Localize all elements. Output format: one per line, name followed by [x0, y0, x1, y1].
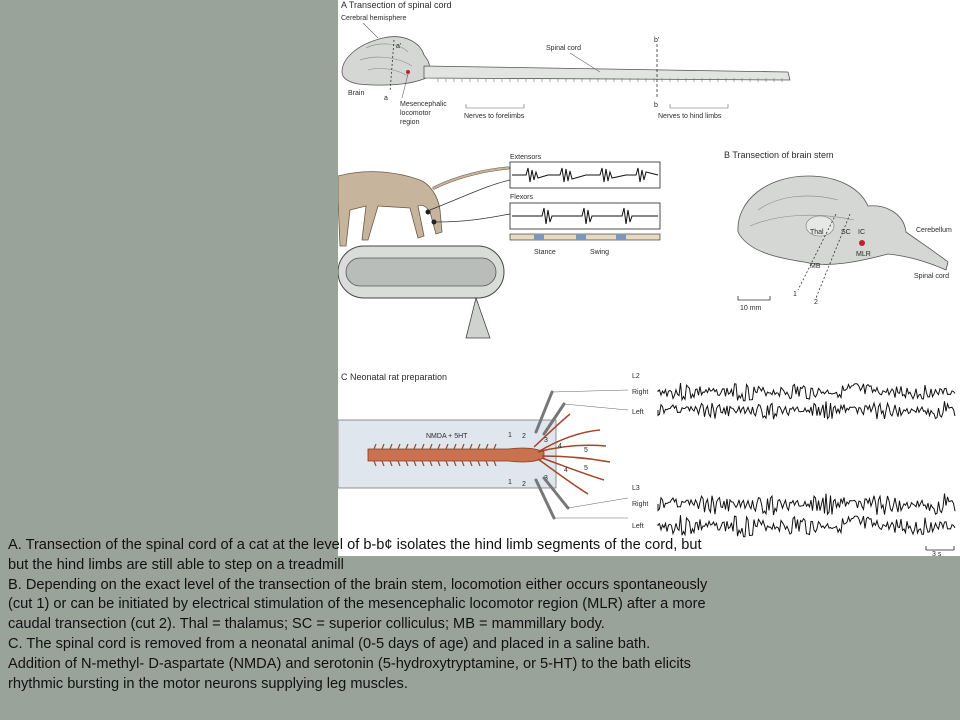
thal-label: Thal [810, 229, 824, 236]
swing-label: Swing [590, 249, 609, 256]
brain-sagittal-shape [737, 175, 949, 271]
nerves-hindlimbs-label: Nerves to hind limbs [658, 113, 722, 120]
root-2-bottom: 2 [522, 481, 526, 488]
l3-right-trace [657, 493, 956, 516]
spinal-cord-b-label: Spinal cord [914, 273, 949, 280]
mlr-label-2: locomotor [400, 110, 431, 117]
flexors-label: Flexors [510, 194, 533, 201]
caption-line-1: A. Transection of the spinal cord of a c… [8, 537, 702, 553]
caption-line-6: C. The spinal cord is removed from a neo… [8, 635, 651, 652]
caption-line-2: but the hind limbs are still able to ste… [8, 556, 344, 573]
caption-line-7: Addition of N-methyl- D-aspartate (NMDA)… [8, 655, 691, 672]
cerebellum-label: Cerebellum [916, 227, 952, 234]
root-3-top: 3 [544, 437, 548, 444]
spinal-cord-shape [423, 65, 791, 81]
root-1-top: 1 [508, 432, 512, 439]
caption-line-4: (cut 1) or can be initiated by electrica… [8, 596, 706, 613]
root-2-top: 2 [522, 433, 526, 440]
b-label: b [654, 102, 658, 109]
figure-caption: A. Transection of the spinal cord of a c… [8, 536, 953, 694]
ic-label: IC [858, 229, 865, 236]
caption-line-5: caudal transection (cut 2). Thal = thala… [8, 616, 605, 633]
a-prime-label: a' [396, 43, 401, 50]
panel-c-title: C Neonatal rat preparation [341, 372, 447, 382]
cat-silhouette [338, 171, 443, 247]
scale-10mm-label: 10 mm [740, 305, 762, 312]
l3-right-label: Right [632, 501, 648, 508]
l2-left-trace [657, 401, 956, 420]
root-4-top: 4 [558, 443, 562, 450]
panel-a-spinal-transection: A Transection of spinal cord Cerebral he… [341, 0, 791, 126]
cut-2-label: 2 [814, 299, 818, 306]
root-1-bottom: 1 [508, 479, 512, 486]
cat-treadmill-illustration: Extensors Flexors Stance Swing [338, 154, 661, 339]
mlr-label-3: region [400, 119, 420, 126]
nerves-forelimbs-label: Nerves to forelimbs [464, 113, 525, 120]
cut-1-label: 1 [793, 291, 797, 298]
mb-label: MB [810, 263, 821, 270]
spinal-cord-label: Spinal cord [546, 45, 581, 52]
mlr-b-label: MLR [856, 251, 871, 258]
nmda-5ht-label: NMDA + 5HT [426, 433, 468, 440]
caption-line-8: rhythmic bursting in the motor neurons s… [8, 675, 408, 692]
extensors-label: Extensors [510, 154, 542, 161]
brain-label: Brain [348, 90, 364, 97]
panel-b-title: B Transection of brain stem [724, 150, 834, 160]
scale-3s-label: 3 s [932, 551, 942, 556]
caption-line-3: B. Depending on the exact level of the t… [8, 576, 708, 593]
panel-c-neonatal-rat: C Neonatal rat preparation NMDA + 5HT 1 … [338, 372, 956, 556]
extensor-emg-trace [512, 167, 659, 183]
l2-right-label: Right [632, 389, 648, 396]
mlr-label-1: Mesencephalic [400, 101, 447, 108]
sc-label: SC [841, 229, 851, 236]
stance-label: Stance [534, 249, 556, 256]
l2-label: L2 [632, 373, 640, 380]
root-5-top: 5 [584, 447, 588, 454]
l2-right-trace [657, 382, 956, 402]
isolated-spinal-cord [367, 447, 545, 463]
l3-left-trace [657, 515, 956, 538]
l2-left-label: Left [632, 409, 644, 416]
a-label: a [384, 95, 388, 102]
root-4-bottom: 4 [564, 467, 568, 474]
cerebral-hemisphere-label: Cerebral hemisphere [341, 15, 406, 22]
root-5-bottom: 5 [584, 465, 588, 472]
mlr-dot [859, 240, 865, 246]
l3-left-label: Left [632, 523, 644, 530]
panel-b-brainstem-transection: B Transection of brain stem Thal SC IC M… [724, 150, 952, 312]
flexor-emg-trace [512, 207, 658, 225]
panel-a-title: A Transection of spinal cord [341, 0, 452, 10]
figure-panel: A Transection of spinal cord Cerebral he… [338, 0, 960, 556]
b-prime-label: b' [654, 37, 659, 44]
l3-label: L3 [632, 485, 640, 492]
